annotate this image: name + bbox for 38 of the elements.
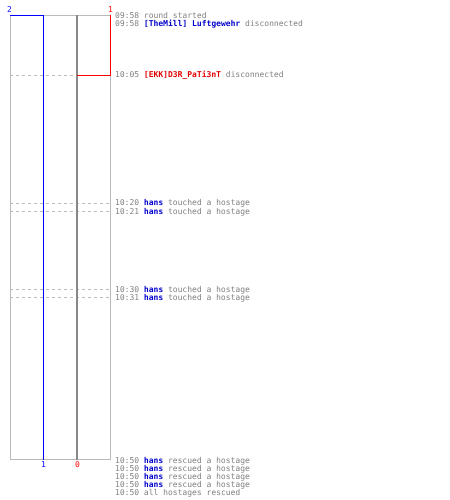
player-name: hans	[144, 473, 164, 481]
player-count-label: 1	[41, 461, 46, 469]
timestamp: 10:05	[115, 71, 140, 79]
player-name: hans	[144, 465, 164, 473]
event-text: rescued a hostage	[168, 473, 250, 481]
timestamp: 10:50	[115, 457, 140, 465]
event-text: rescued a hostage	[168, 457, 250, 465]
player-name: hans	[144, 457, 164, 465]
player-name: hans	[144, 481, 164, 489]
event-text: touched a hostage	[168, 286, 250, 294]
event-text: touched a hostage	[168, 199, 250, 207]
timestamp: 09:58	[115, 20, 140, 28]
timestamp: 10:50	[115, 489, 140, 497]
player-name: hans	[144, 294, 164, 302]
event-text: disconnected	[245, 20, 303, 28]
player-name: hans	[144, 199, 164, 207]
timestamp: 10:31	[115, 294, 140, 302]
timestamp: 10:21	[115, 208, 140, 216]
player-name: hans	[144, 286, 164, 294]
event-text: round started	[144, 12, 207, 20]
event-text: disconnected	[226, 71, 284, 79]
event-text: all hostages rescued	[144, 489, 240, 497]
timestamp: 10:30	[115, 286, 140, 294]
timestamp: 10:20	[115, 199, 140, 207]
event-text: rescued a hostage	[168, 465, 250, 473]
event-text: rescued a hostage	[168, 481, 250, 489]
player-count-label: 2	[7, 6, 12, 14]
player-name: [TheMill] Luftgewehr	[144, 20, 240, 28]
player-count-label: 0	[75, 461, 80, 469]
player-count-label: 1	[108, 6, 113, 14]
player-name: hans	[144, 208, 164, 216]
event-text: touched a hostage	[168, 294, 250, 302]
timestamp: 10:50	[115, 481, 140, 489]
timestamp: 09:58	[115, 12, 140, 20]
event-text: touched a hostage	[168, 208, 250, 216]
timestamp: 10:50	[115, 473, 140, 481]
player-name: [EKK]D3R_PaTi3nT	[144, 71, 221, 79]
timestamp: 10:50	[115, 465, 140, 473]
